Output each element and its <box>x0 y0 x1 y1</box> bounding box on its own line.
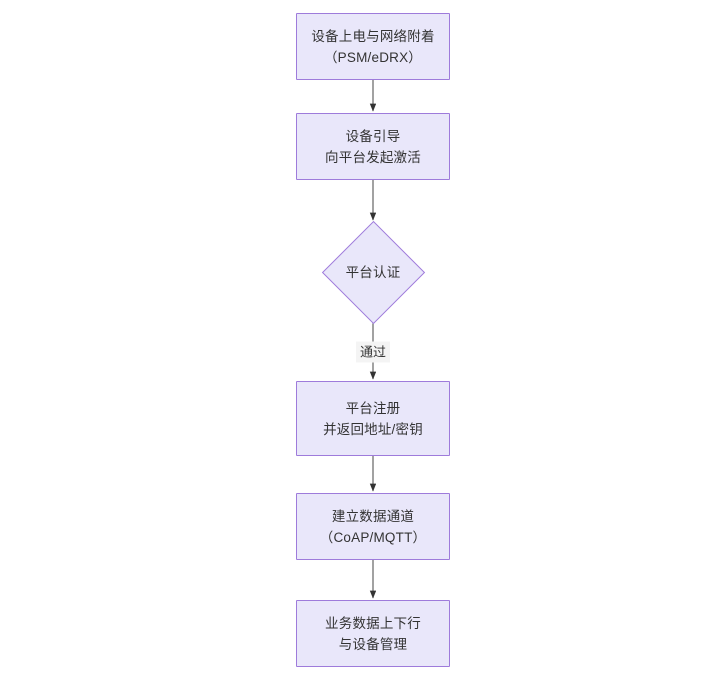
node-service-data[interactable]: 业务数据上下行 与设备管理 <box>296 600 450 667</box>
node-platform-register[interactable]: 平台注册 并返回地址/密钥 <box>296 381 450 456</box>
node-bootstrap[interactable]: 设备引导 向平台发起激活 <box>296 113 450 180</box>
node-platform-auth-label: 平台认证 <box>345 264 401 280</box>
node-platform-auth[interactable]: 平台认证 <box>321 220 425 324</box>
node-power-on[interactable]: 设备上电与网络附着 （PSM/eDRX） <box>296 13 450 80</box>
node-data-channel[interactable]: 建立数据通道 （CoAP/MQTT） <box>296 493 450 560</box>
node-data-channel-label: 建立数据通道 （CoAP/MQTT） <box>319 508 427 545</box>
node-power-on-label: 设备上电与网络附着 （PSM/eDRX） <box>311 28 435 65</box>
edge-label-pass: 通过 <box>355 341 391 363</box>
node-platform-register-label: 平台注册 并返回地址/密钥 <box>323 400 423 437</box>
node-bootstrap-label: 设备引导 向平台发起激活 <box>325 128 421 165</box>
node-service-data-label: 业务数据上下行 与设备管理 <box>325 615 421 652</box>
